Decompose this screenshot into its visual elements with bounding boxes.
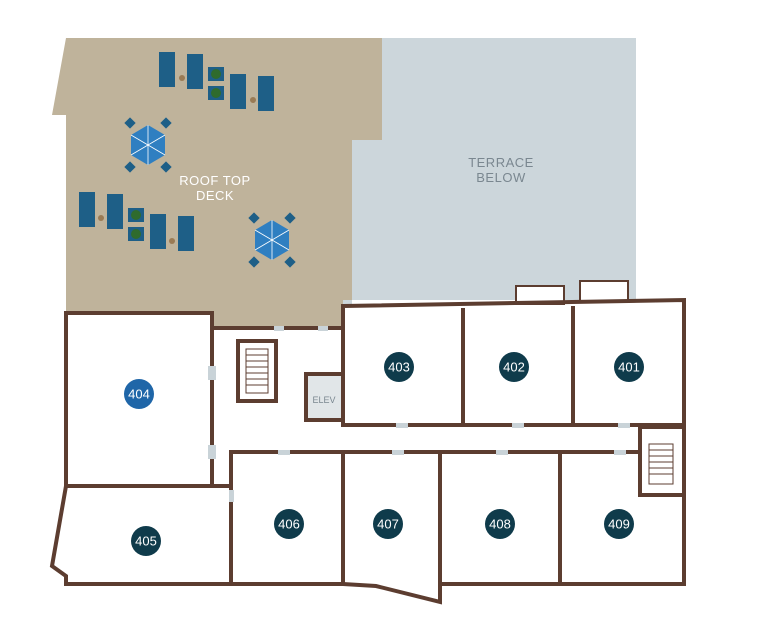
stair-left-icon bbox=[245, 348, 269, 394]
door-gaps bbox=[208, 326, 630, 502]
lounge-chair bbox=[187, 54, 203, 89]
lounge-chair bbox=[258, 76, 274, 111]
balcony-401 bbox=[579, 280, 629, 302]
unit-marker-circle[interactable] bbox=[373, 509, 403, 539]
roof-top-deck bbox=[52, 38, 382, 328]
walls bbox=[49, 297, 686, 605]
unit-number-label: 404 bbox=[128, 387, 150, 402]
unit-405-marker[interactable]: 405 bbox=[131, 526, 161, 556]
unit-408-marker[interactable]: 408 bbox=[485, 509, 515, 539]
lounge-chair bbox=[107, 194, 123, 229]
unit-number-label: 409 bbox=[608, 517, 630, 532]
side-table bbox=[179, 75, 185, 81]
unit-407-marker[interactable]: 407 bbox=[373, 509, 403, 539]
lounge-chair bbox=[79, 192, 95, 227]
terrace-below bbox=[343, 38, 636, 306]
lounge-chair bbox=[150, 214, 166, 249]
stair-right-walls bbox=[638, 425, 686, 497]
deck-label-line1: ROOF TOP bbox=[179, 173, 250, 188]
unit-number-label: 407 bbox=[377, 517, 399, 532]
terrace-label-line2: BELOW bbox=[476, 170, 526, 185]
terrace-label-line1: TERRACE bbox=[468, 155, 534, 170]
unit-401-marker[interactable]: 401 bbox=[614, 352, 644, 382]
plant bbox=[131, 229, 141, 239]
unit-409-marker[interactable]: 409 bbox=[604, 509, 634, 539]
side-table bbox=[169, 238, 175, 244]
unit-number-label: 408 bbox=[489, 517, 511, 532]
stair-right-icon bbox=[648, 443, 674, 485]
unit-marker-circle[interactable] bbox=[124, 379, 154, 409]
side-table bbox=[250, 97, 256, 103]
unit-402-marker[interactable]: 402 bbox=[499, 352, 529, 382]
unit-number-label: 405 bbox=[135, 534, 157, 549]
plant bbox=[211, 88, 221, 98]
unit-marker-circle[interactable] bbox=[274, 509, 304, 539]
unit-marker-circle[interactable] bbox=[485, 509, 515, 539]
plant bbox=[131, 210, 141, 220]
unit-markers: 401 402 403 404 405 406 407 408 409 bbox=[124, 352, 644, 556]
unit-403-marker[interactable]: 403 bbox=[384, 352, 414, 382]
unit-marker-circle[interactable] bbox=[499, 352, 529, 382]
unit-number-label: 402 bbox=[503, 360, 525, 375]
unit-marker-circle[interactable] bbox=[384, 352, 414, 382]
unit-marker-circle[interactable] bbox=[131, 526, 161, 556]
umbrella-table-2 bbox=[248, 212, 296, 268]
unit-marker-circle[interactable] bbox=[614, 352, 644, 382]
unit-406-marker[interactable]: 406 bbox=[274, 509, 304, 539]
lounge-chairs-bottom bbox=[79, 192, 194, 251]
side-table bbox=[98, 215, 104, 221]
umbrella-table-1 bbox=[124, 117, 172, 173]
elevator-label: ELEV bbox=[312, 395, 335, 405]
lounge-chair bbox=[159, 52, 175, 87]
lounge-chair bbox=[230, 74, 246, 109]
unit-404-marker[interactable]: 404 bbox=[124, 379, 154, 409]
unit-marker-circle[interactable] bbox=[604, 509, 634, 539]
elevator bbox=[308, 376, 341, 418]
unit-number-label: 403 bbox=[388, 360, 410, 375]
plant bbox=[211, 69, 221, 79]
unit-number-label: 401 bbox=[618, 360, 640, 375]
deck-label-line2: DECK bbox=[196, 188, 234, 203]
lounge-chair bbox=[178, 216, 194, 251]
unit-number-label: 406 bbox=[278, 517, 300, 532]
stair-left-walls bbox=[236, 339, 278, 403]
lounge-chairs-top bbox=[159, 52, 274, 111]
